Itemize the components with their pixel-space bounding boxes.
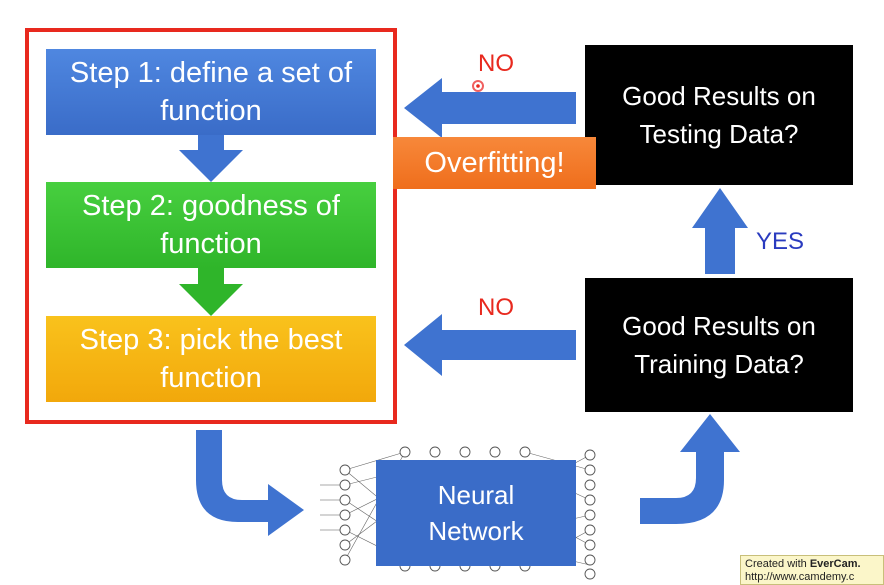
training-decision-label: Good Results on Training Data? [622, 311, 816, 379]
watermark-brand: EverCam. [809, 558, 861, 570]
arrow-step2-to-step3 [179, 268, 243, 316]
no-label-bottom: NO [478, 294, 514, 321]
watermark-prefix: Created with [745, 558, 810, 570]
neural-network-label: Neural Network [428, 480, 524, 546]
overfitting-label: Overfitting! [424, 146, 565, 179]
neural-network-box: Neural Network [376, 460, 576, 566]
step2-box: Step 2: goodness of function [46, 182, 376, 268]
step2-label: Step 2: goodness of function [82, 190, 340, 260]
watermark: Created with EverCam. http://www.camdemy… [740, 555, 884, 585]
input-lines [320, 484, 340, 531]
arrow-network-to-training [640, 414, 740, 524]
yes-label: YES [756, 228, 805, 255]
testing-decision-box: Good Results on Testing Data? [585, 45, 853, 185]
overfitting-badge: Overfitting! [393, 137, 596, 189]
training-decision-box: Good Results on Training Data? [585, 278, 853, 412]
no-label-top: NO [478, 50, 514, 77]
arrow-frame-to-network [196, 430, 304, 536]
cursor-indicator [472, 80, 484, 92]
step1-label: Step 1: define a set of function [69, 57, 353, 127]
arrow-testing-no [404, 78, 576, 138]
arrow-step1-to-step2 [179, 135, 243, 182]
watermark-url: http://www.camdemy.c [745, 571, 855, 583]
cursor-dot [476, 84, 480, 88]
network-nodes [339, 446, 596, 580]
watermark-line1: Created with EverCam. [745, 558, 879, 571]
model-steps-frame [25, 28, 397, 424]
arrow-training-yes [692, 188, 748, 274]
step3-label: Step 3: pick the best function [79, 324, 343, 394]
testing-decision-label: Good Results on Testing Data? [622, 81, 816, 149]
arrow-training-no [404, 314, 576, 376]
step1-box: Step 1: define a set of function [46, 49, 376, 135]
step3-box: Step 3: pick the best function [46, 316, 376, 402]
